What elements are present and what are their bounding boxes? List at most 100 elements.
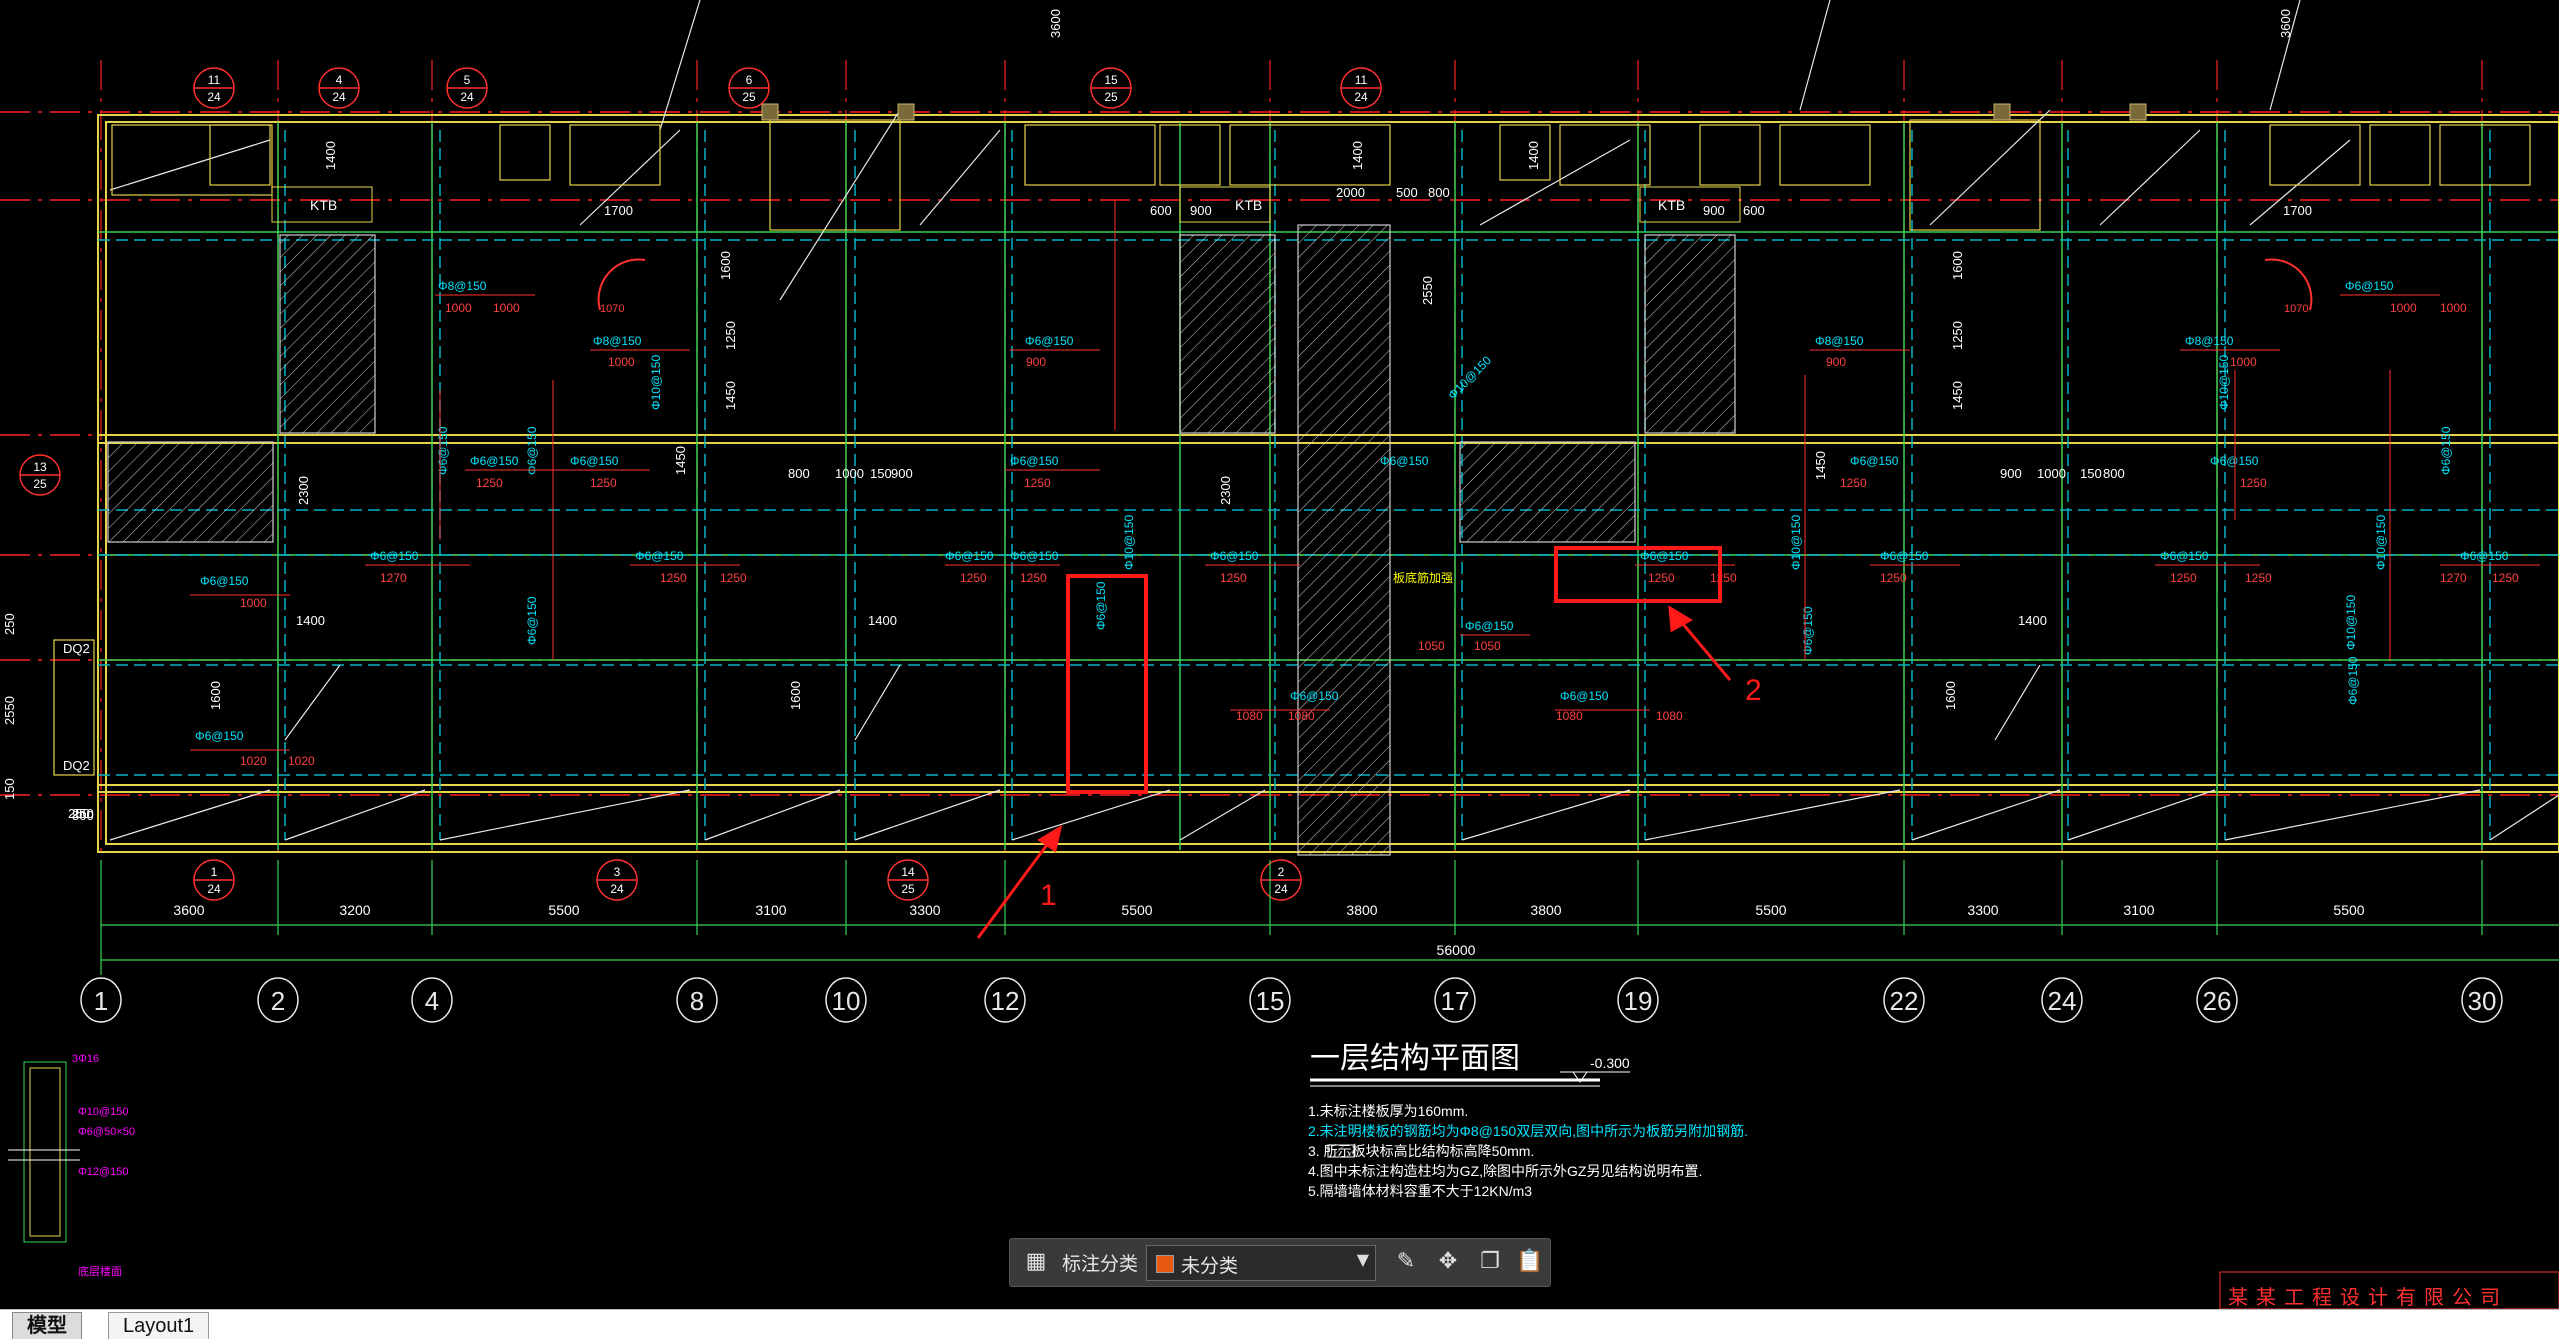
interior-dimensions-vertical: 1400 1600 1250 1450 1450 2300 2300 1400 … — [2, 9, 2293, 800]
copy-icon[interactable]: ❐ — [1480, 1249, 1500, 1274]
svg-text:2: 2 — [1745, 674, 1762, 707]
ktb-label: KTB — [1235, 197, 1262, 213]
column-detail: 3Φ16 Φ10@150 Φ6@50×50 Φ12@150 底层楼面 — [8, 1053, 135, 1278]
svg-text:2550: 2550 — [1420, 276, 1435, 305]
svg-text:Φ6@150: Φ6@150 — [195, 729, 244, 743]
svg-text:2000: 2000 — [1336, 185, 1365, 200]
svg-text:Φ6@150: Φ6@150 — [1465, 619, 1514, 633]
svg-text:Φ6@150: Φ6@150 — [1290, 689, 1339, 703]
svg-text:1400: 1400 — [296, 613, 325, 628]
svg-text:1070: 1070 — [600, 303, 624, 315]
stair-symbols — [597, 258, 2313, 311]
svg-text:3600: 3600 — [173, 902, 204, 918]
svg-text:11: 11 — [1355, 73, 1368, 87]
svg-text:1600: 1600 — [1943, 681, 1958, 710]
window-frames — [53, 119, 2531, 776]
svg-text:1400: 1400 — [868, 613, 897, 628]
svg-text:5500: 5500 — [548, 902, 579, 918]
svg-text:2.未注明楼板的钢筋均为Φ8@150双层双向,图中所示为板筋: 2.未注明楼板的钢筋均为Φ8@150双层双向,图中所示为板筋另附加钢筋. — [1308, 1123, 1748, 1139]
svg-text:1250: 1250 — [660, 571, 687, 585]
paste-icon[interactable]: 📋 — [1516, 1249, 1544, 1274]
svg-text:1020: 1020 — [288, 754, 315, 768]
svg-text:3100: 3100 — [2123, 902, 2154, 918]
svg-text:15: 15 — [1256, 986, 1285, 1016]
annotation-toolbar: ▦ 标注分类 未分类 ▼ ✎ ✥ ❐ 📋 — [1009, 1238, 1551, 1287]
svg-text:Φ8@150: Φ8@150 — [2185, 334, 2234, 348]
svg-text:Φ6@150: Φ6@150 — [635, 549, 684, 563]
svg-text:底层楼面: 底层楼面 — [78, 1264, 122, 1278]
svg-text:900: 900 — [891, 466, 913, 481]
tab-model[interactable]: 模型 — [12, 1312, 82, 1339]
svg-text:Φ6@150: Φ6@150 — [436, 426, 450, 475]
ktb-boxes — [271, 186, 1741, 223]
svg-text:13: 13 — [33, 460, 47, 474]
svg-text:250: 250 — [2, 613, 17, 635]
svg-text:25: 25 — [33, 477, 47, 491]
svg-text:Φ6@150: Φ6@150 — [2160, 549, 2209, 563]
highlight-box-2[interactable] — [1554, 546, 1722, 603]
svg-text:Φ8@150: Φ8@150 — [1815, 334, 1864, 348]
svg-text:Φ10@150: Φ10@150 — [649, 355, 663, 410]
svg-text:24: 24 — [460, 90, 474, 104]
svg-text:24: 24 — [207, 882, 221, 896]
svg-text:Φ10@150: Φ10@150 — [78, 1106, 129, 1118]
svg-text:Φ6@150: Φ6@150 — [1010, 454, 1059, 468]
svg-text:2: 2 — [271, 986, 285, 1016]
tab-layout1[interactable]: Layout1 — [108, 1312, 210, 1339]
edit-icon[interactable]: ✎ — [1396, 1249, 1416, 1274]
svg-text:Φ6@150: Φ6@150 — [1025, 334, 1074, 348]
svg-text:1000: 1000 — [608, 355, 635, 369]
svg-text:900: 900 — [1190, 203, 1212, 218]
svg-text:24: 24 — [610, 882, 624, 896]
svg-text:1: 1 — [211, 865, 218, 879]
svg-text:Φ6@50×50: Φ6@50×50 — [78, 1126, 135, 1138]
highlight-box-1[interactable] — [1066, 574, 1148, 794]
svg-text:1000: 1000 — [2440, 301, 2467, 315]
svg-text:24: 24 — [1354, 90, 1368, 104]
svg-text:1600: 1600 — [1950, 251, 1965, 280]
svg-text:14: 14 — [901, 865, 915, 879]
svg-text:30: 30 — [2468, 986, 2497, 1016]
svg-text:1050: 1050 — [1418, 639, 1445, 653]
annotation-category-select[interactable]: 未分类 ▼ — [1146, 1245, 1376, 1281]
section-markers-top — [19, 67, 1382, 901]
svg-text:1400: 1400 — [1350, 141, 1365, 170]
svg-text:Φ6@150: Φ6@150 — [1850, 454, 1899, 468]
axis-bubbles — [80, 977, 2503, 1023]
svg-text:1700: 1700 — [604, 203, 633, 218]
grid-icon[interactable]: ▦ — [1025, 1249, 1047, 1274]
svg-text:800: 800 — [1428, 185, 1450, 200]
window-diagonals — [109, 0, 2559, 841]
svg-text:Φ10@150: Φ10@150 — [2374, 515, 2388, 570]
svg-text:1080: 1080 — [1656, 709, 1683, 723]
svg-text:12: 12 — [991, 986, 1020, 1016]
svg-text:Φ6@150: Φ6@150 — [1801, 606, 1815, 655]
svg-text:Φ6@150: Φ6@150 — [2460, 549, 2509, 563]
svg-text:250: 250 — [68, 806, 90, 821]
svg-text:1250: 1250 — [1648, 571, 1675, 585]
annotation-numbers: 1 2 — [1040, 674, 1762, 912]
svg-text:1250: 1250 — [2240, 476, 2267, 490]
svg-text:1250: 1250 — [960, 571, 987, 585]
svg-text:1450: 1450 — [1813, 451, 1828, 480]
svg-text:22: 22 — [1890, 986, 1919, 1016]
move-icon[interactable]: ✥ — [1438, 1249, 1458, 1274]
svg-text:1450: 1450 — [673, 446, 688, 475]
svg-text:8: 8 — [690, 986, 704, 1016]
svg-text:25: 25 — [1104, 90, 1118, 104]
svg-text:Φ6@150: Φ6@150 — [2346, 656, 2360, 705]
svg-text:Φ8@150: Φ8@150 — [438, 279, 487, 293]
svg-text:3: 3 — [614, 865, 621, 879]
design-notes: 1.未标注楼板厚为160mm. 2.未注明楼板的钢筋均为Φ8@150双层双向,图… — [1308, 1103, 1748, 1199]
svg-text:150: 150 — [870, 466, 892, 481]
vertical-grid-lines — [100, 60, 2483, 860]
svg-text:1000: 1000 — [493, 301, 520, 315]
svg-text:Φ10@150: Φ10@150 — [2344, 595, 2358, 650]
svg-text:3600: 3600 — [1048, 9, 1063, 38]
svg-text:600: 600 — [1743, 203, 1765, 218]
svg-text:3. 所示板块标高比结构标高降50mm.: 3. 所示板块标高比结构标高降50mm. — [1308, 1143, 1534, 1159]
drawing-title-block: 一层结构平面图 -0.300 — [1310, 1042, 1630, 1087]
svg-text:Φ6@150: Φ6@150 — [1094, 581, 1108, 630]
